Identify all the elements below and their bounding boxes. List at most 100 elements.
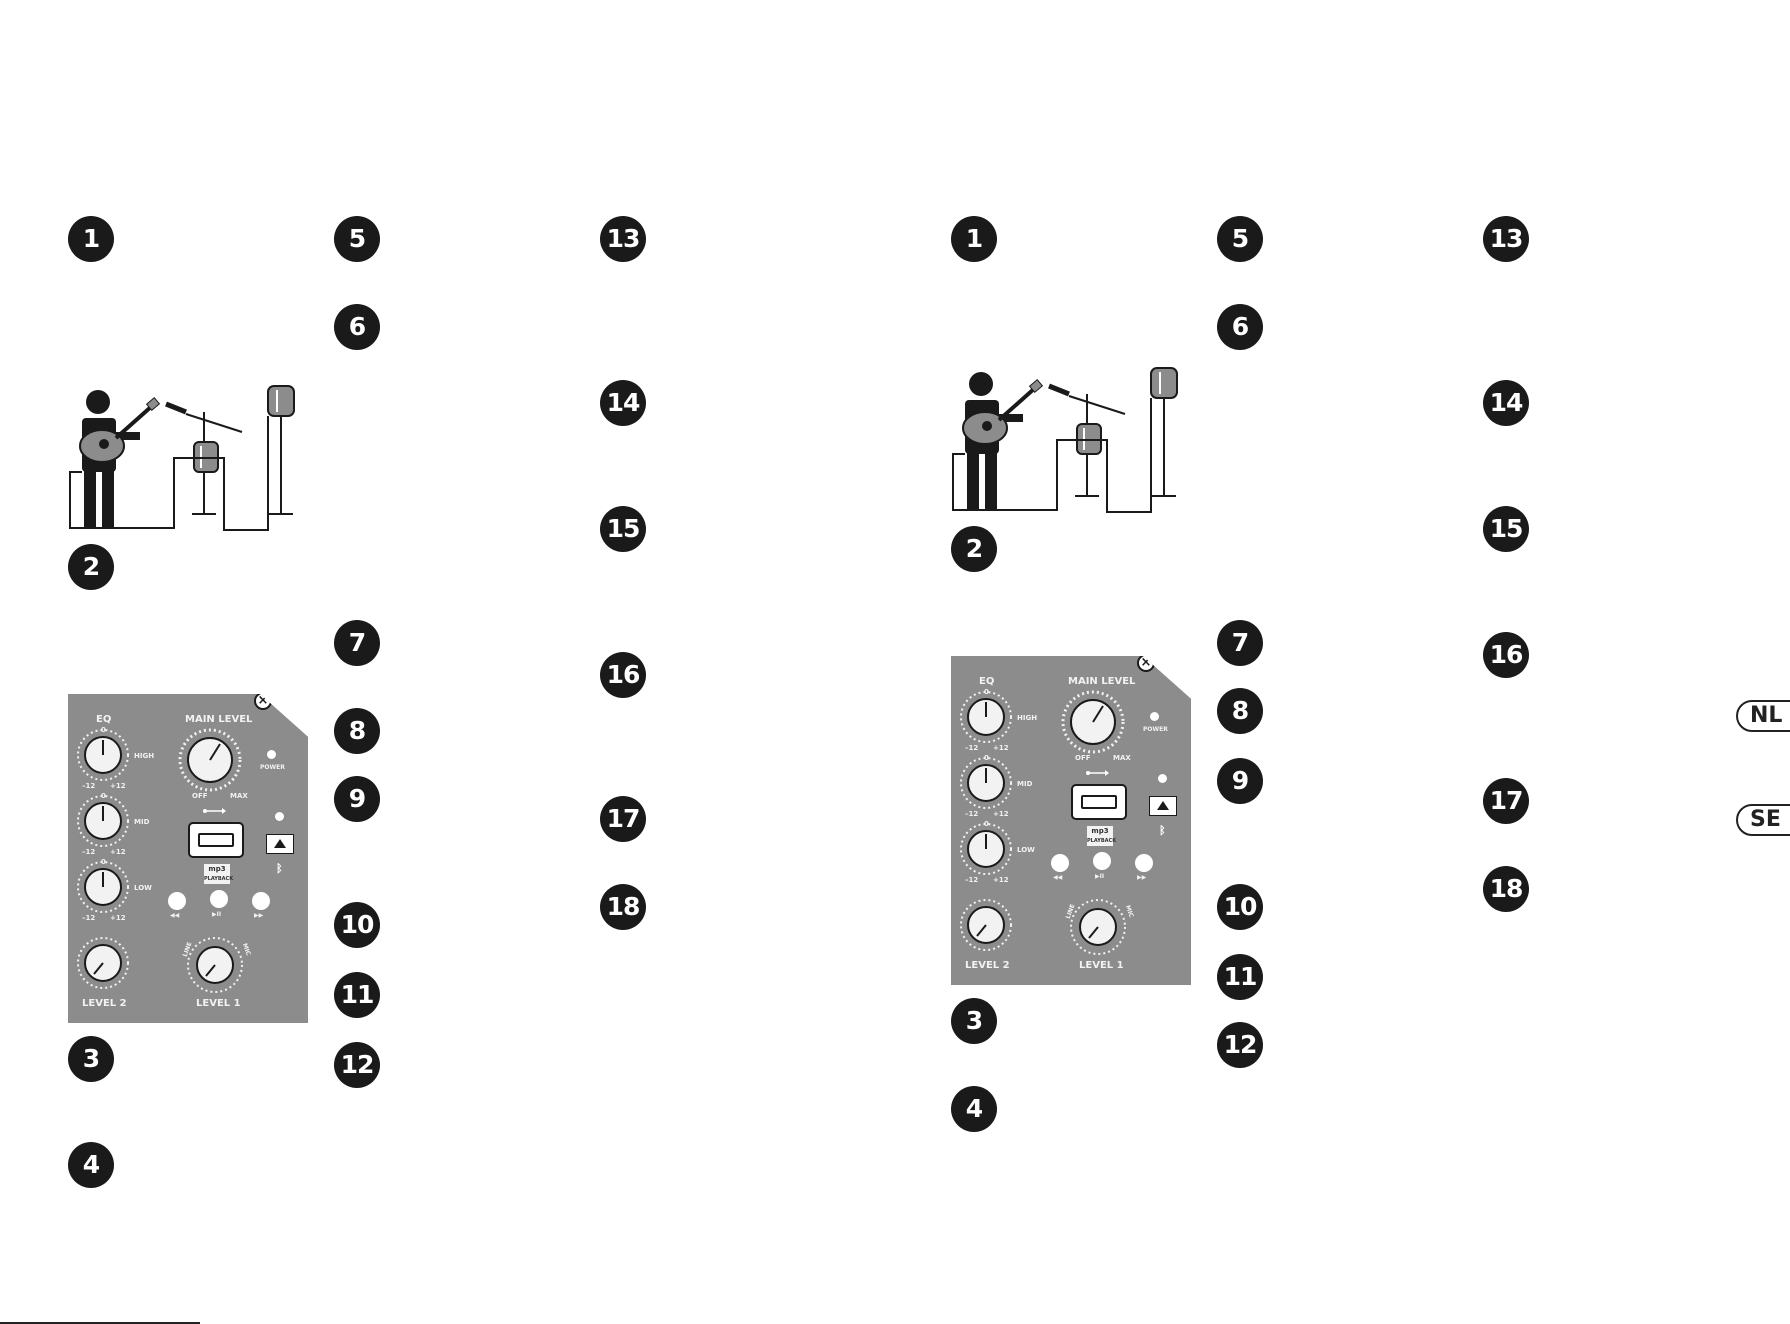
callout-1: 1 xyxy=(951,216,997,262)
callout-8: 8 xyxy=(334,708,380,754)
main-level-off: OFF xyxy=(1075,754,1091,762)
eq-mid-knob[interactable] xyxy=(76,794,130,848)
eq-mid-label: MID xyxy=(1017,780,1033,788)
level-1-knob[interactable] xyxy=(186,936,244,994)
power-led xyxy=(267,750,276,759)
main-level-off: OFF xyxy=(192,792,208,800)
main-level-knob[interactable] xyxy=(178,728,242,792)
playback-label: PLAYBACK xyxy=(204,876,234,882)
pa-speaker-icon xyxy=(1150,367,1178,497)
callout-13: 13 xyxy=(600,216,646,262)
level-2-label: LEVEL 2 xyxy=(82,998,127,1009)
usb-port[interactable] xyxy=(1071,784,1127,820)
eq-high-minus: –12 xyxy=(965,744,979,752)
fast-forward-button[interactable] xyxy=(1135,854,1153,872)
callout-3: 3 xyxy=(951,998,997,1044)
callout-15: 15 xyxy=(600,506,646,552)
mp3-label: mp3 xyxy=(208,865,226,873)
level-1-label: LEVEL 1 xyxy=(196,998,241,1009)
eq-low-knob[interactable] xyxy=(959,822,1013,876)
callout-5: 5 xyxy=(1217,216,1263,262)
callout-18: 18 xyxy=(1483,866,1529,912)
microphone-stand-icon xyxy=(1048,383,1126,497)
language-tab-nl[interactable]: NL xyxy=(1736,700,1790,732)
level-2-knob[interactable] xyxy=(959,898,1013,952)
rewind-icon: ◀◀ xyxy=(1053,874,1063,881)
eq-low-plus: +12 xyxy=(110,914,126,922)
eq-low-plus: +12 xyxy=(993,876,1009,884)
eq-low-label: LOW xyxy=(1017,846,1035,854)
play-pause-icon: ▶II xyxy=(1095,873,1105,880)
eq-mid-zero: 0 xyxy=(984,754,989,762)
callout-11: 11 xyxy=(334,972,380,1018)
level-1-knob[interactable] xyxy=(1069,898,1127,956)
eq-mid-minus: –12 xyxy=(965,810,979,818)
rewind-button[interactable] xyxy=(168,892,186,910)
callout-2: 2 xyxy=(951,526,997,572)
callout-4: 4 xyxy=(68,1142,114,1188)
play-pause-icon: ▶II xyxy=(212,911,222,918)
callout-7: 7 xyxy=(334,620,380,666)
footer-rule xyxy=(0,1322,200,1324)
language-tab-se[interactable]: SE xyxy=(1736,804,1790,836)
callout-10: 10 xyxy=(1217,884,1263,930)
callout-6: 6 xyxy=(334,304,380,350)
main-level-knob[interactable] xyxy=(1061,690,1125,754)
rewind-icon: ◀◀ xyxy=(170,912,180,919)
level-2-knob[interactable] xyxy=(76,936,130,990)
cable-lines xyxy=(69,416,269,531)
fast-forward-button[interactable] xyxy=(252,892,270,910)
callout-13: 13 xyxy=(1483,216,1529,262)
control-panel: × EQ MAIN LEVEL 0 HIGH –12 +12 0 MID –12… xyxy=(68,694,308,1023)
main-level-label: MAIN LEVEL xyxy=(1068,676,1136,687)
eq-low-zero: 0 xyxy=(984,820,989,828)
pa-speaker-icon xyxy=(267,385,295,515)
callout-16: 16 xyxy=(600,652,646,698)
eq-high-plus: +12 xyxy=(993,744,1009,752)
callout-6: 6 xyxy=(1217,304,1263,350)
close-icon: × xyxy=(1137,656,1155,672)
callout-16: 16 xyxy=(1483,632,1529,678)
main-level-max: MAX xyxy=(1113,754,1131,762)
usb-icon xyxy=(203,808,226,814)
callout-7: 7 xyxy=(1217,620,1263,666)
rewind-button[interactable] xyxy=(1051,854,1069,872)
usb-port[interactable] xyxy=(188,822,244,858)
usb-icon xyxy=(1086,770,1109,776)
power-label: POWER xyxy=(260,764,285,771)
eq-high-knob[interactable] xyxy=(76,728,130,782)
callout-17: 17 xyxy=(1483,778,1529,824)
eq-low-minus: –12 xyxy=(82,914,96,922)
fast-forward-icon: ▶▶ xyxy=(1137,874,1147,881)
eject-button[interactable] xyxy=(1149,796,1177,816)
callout-9: 9 xyxy=(334,776,380,822)
eq-high-zero: 0 xyxy=(984,688,989,696)
cable-lines xyxy=(952,398,1152,513)
eq-high-knob[interactable] xyxy=(959,690,1013,744)
fast-forward-icon: ▶▶ xyxy=(254,912,264,919)
eq-mid-zero: 0 xyxy=(101,792,106,800)
callout-14: 14 xyxy=(1483,380,1529,426)
callout-10: 10 xyxy=(334,902,380,948)
eq-low-label: LOW xyxy=(134,884,152,892)
eq-mid-plus: +12 xyxy=(110,848,126,856)
callout-4: 4 xyxy=(951,1086,997,1132)
bluetooth-icon: ᛒ xyxy=(276,862,283,875)
play-pause-button[interactable] xyxy=(1093,852,1111,870)
callout-17: 17 xyxy=(600,796,646,842)
mp3-label: mp3 xyxy=(1091,827,1109,835)
eq-label: EQ xyxy=(979,676,995,687)
acoustic-guitar-icon xyxy=(962,379,1044,445)
callout-1: 1 xyxy=(68,216,114,262)
power-led xyxy=(1150,712,1159,721)
eq-mid-knob[interactable] xyxy=(959,756,1013,810)
setup-illustration xyxy=(952,367,1178,513)
eq-low-knob[interactable] xyxy=(76,860,130,914)
eject-button[interactable] xyxy=(266,834,294,854)
eq-high-zero: 0 xyxy=(101,726,106,734)
power-label: POWER xyxy=(1143,726,1168,733)
bluetooth-led xyxy=(275,812,284,821)
setup-illustration xyxy=(69,385,295,531)
play-pause-button[interactable] xyxy=(210,890,228,908)
callout-12: 12 xyxy=(334,1042,380,1088)
